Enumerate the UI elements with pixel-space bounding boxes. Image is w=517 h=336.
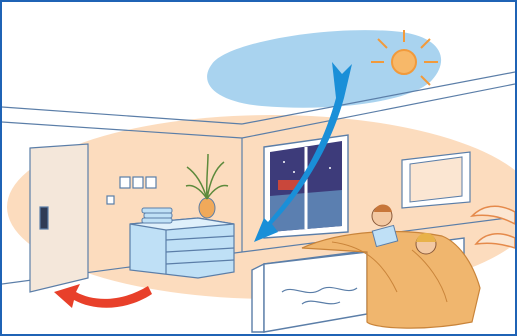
door (30, 144, 88, 292)
window (264, 135, 348, 238)
wall-picture (402, 152, 470, 208)
dresser (130, 218, 234, 278)
towel-stack (142, 208, 172, 223)
arrow-left-icon (54, 284, 152, 308)
